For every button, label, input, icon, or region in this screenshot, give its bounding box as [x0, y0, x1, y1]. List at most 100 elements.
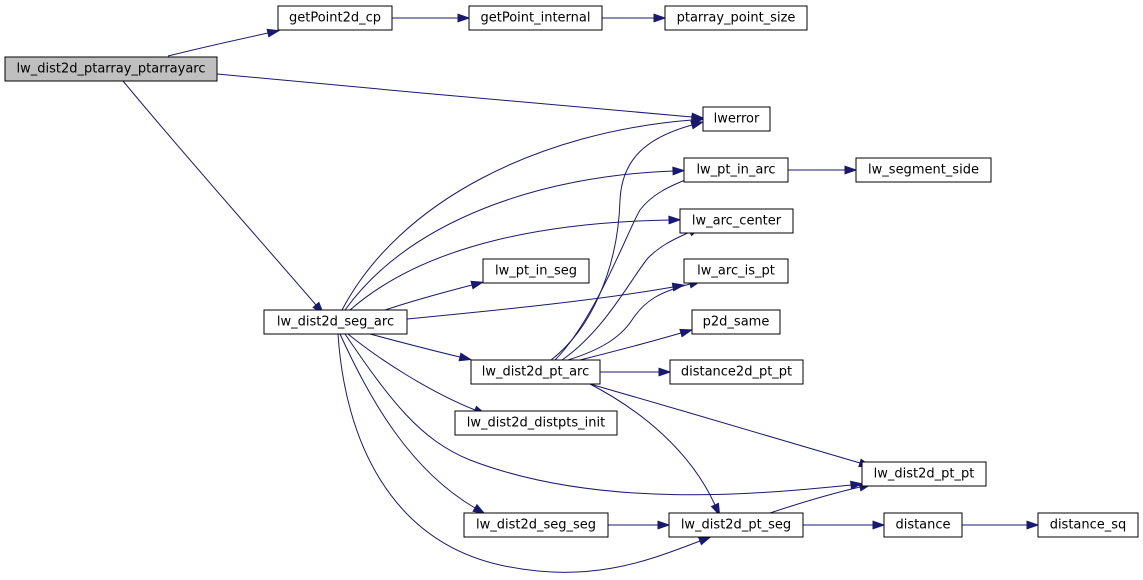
- edge-lw-dist2d-pt-arc-to-p2d-same: [579, 328, 694, 361]
- edge-lw-dist2d-pt-arc-to-lwerror: [550, 120, 705, 361]
- edge-lw-dist2d-pt-arc-to-lw-dist2d-pt-pt: [589, 383, 873, 468]
- node-label: lw_dist2d_pt_pt: [874, 467, 975, 482]
- edge-line: [384, 284, 473, 311]
- node-lw-dist2d-pt-seg[interactable]: lw_dist2d_pt_seg: [668, 512, 804, 538]
- edge-line: [769, 486, 861, 514]
- call-graph-nodes: lw_dist2d_ptarray_ptarrayarc getPoint2d_…: [4, 5, 1139, 538]
- edge-root-to-lw-dist2d-seg-arc: [122, 80, 325, 315]
- edge-lw-dist2d-seg-seg-to-lw-dist2d-pt-seg: [608, 520, 671, 530]
- arrowhead-icon: [690, 120, 705, 130]
- edge-lw-dist2d-pt-arc-to-lw-dist2d-pt-seg: [589, 383, 721, 517]
- edge-line: [589, 383, 716, 506]
- edge-lw-pt-in-arc-to-lw-segment-side: [788, 165, 858, 175]
- arrowhead-icon: [457, 13, 471, 23]
- node-distance-sq[interactable]: distance_sq: [1037, 512, 1139, 538]
- node-lw-dist2d-pt-arc[interactable]: lw_dist2d_pt_arc: [470, 359, 601, 385]
- edge-lw-dist2d-seg-arc-to-lw-dist2d-pt-seg: [337, 333, 712, 573]
- node-distance2d-pt-pt[interactable]: distance2d_pt_pt: [669, 359, 804, 385]
- node-lw-dist2d-pt-pt[interactable]: lw_dist2d_pt_pt: [861, 461, 987, 487]
- edge-lw-dist2d-seg-arc-to-lw-dist2d-seg-seg: [339, 333, 486, 515]
- edge-lw-dist2d-seg-arc-to-lw-arc-center: [349, 215, 682, 311]
- node-lw-pt-in-arc[interactable]: lw_pt_in_arc: [683, 157, 789, 183]
- edge-lw-dist2d-pt-arc-to-lw-arc-is-pt: [567, 279, 703, 361]
- node-lwerror[interactable]: lwerror: [702, 106, 771, 132]
- edge-line: [344, 170, 674, 311]
- arrowhead-icon: [697, 536, 712, 546]
- edge-line: [216, 73, 693, 118]
- node-label: lw_pt_in_arc: [696, 163, 775, 178]
- arrowhead-icon: [872, 520, 886, 530]
- node-label: getPoint_internal: [480, 11, 590, 26]
- node-label: p2d_same: [703, 315, 770, 330]
- edge-lw-dist2d-seg-arc-to-lw-pt-in-arc: [344, 166, 686, 311]
- arrowhead-icon: [653, 13, 667, 23]
- node-lw-arc-center[interactable]: lw_arc_center: [679, 208, 794, 234]
- node-lw-segment-side[interactable]: lw_segment_side: [855, 157, 992, 183]
- edge-line: [554, 177, 691, 361]
- arrowhead-icon: [1026, 520, 1040, 530]
- node-getpoint2d-cp[interactable]: getPoint2d_cp: [277, 5, 393, 31]
- node-label: lw_dist2d_pt_arc: [482, 365, 590, 380]
- node-label: lw_dist2d_seg_seg: [476, 518, 596, 533]
- node-label: lw_dist2d_seg_arc: [277, 315, 394, 330]
- node-label: ptarray_point_size: [677, 11, 796, 26]
- arrowhead-icon: [470, 280, 485, 290]
- node-lw-dist2d-distpts-init[interactable]: lw_dist2d_distpts_init: [454, 410, 618, 436]
- arrowhead-icon: [668, 215, 682, 225]
- node-label: lw_arc_is_pt: [697, 264, 775, 279]
- edge-root-to-getpoint2d-cp: [167, 28, 281, 57]
- edge-line: [561, 231, 691, 361]
- arrowhead-icon: [472, 503, 486, 515]
- arrowhead-icon: [844, 165, 858, 175]
- edge-line: [337, 333, 701, 573]
- arrowhead-icon: [658, 367, 672, 377]
- edge-line: [589, 383, 861, 464]
- arrowhead-icon: [672, 166, 686, 176]
- node-label: distance_sq: [1050, 518, 1127, 533]
- edge-line: [579, 332, 682, 361]
- node-label: lw_arc_center: [692, 214, 782, 229]
- node-label: lw_pt_in_seg: [495, 264, 577, 279]
- edge-line: [406, 286, 674, 320]
- edge-line: [347, 333, 476, 411]
- node-label: lw_dist2d_distpts_init: [467, 416, 605, 431]
- node-label: lwerror: [714, 112, 760, 127]
- arrowhead-icon: [266, 28, 281, 38]
- node-label: lw_dist2d_ptarray_ptarrayarc: [16, 62, 205, 77]
- edge-line: [341, 119, 693, 311]
- node-lw-dist2d-ptarray-ptarrayarc[interactable]: lw_dist2d_ptarray_ptarrayarc: [4, 56, 218, 82]
- arrowhead-icon: [850, 480, 864, 490]
- node-getpoint-internal[interactable]: getPoint_internal: [468, 5, 603, 31]
- node-label: distance: [895, 518, 950, 533]
- edge-line: [567, 283, 691, 361]
- edge-lw-dist2d-pt-arc-to-distance2d-pt-pt: [600, 367, 672, 377]
- edge-line: [344, 333, 852, 496]
- arrowhead-icon: [458, 352, 473, 362]
- arrowhead-icon: [710, 502, 721, 517]
- node-lw-dist2d-seg-arc[interactable]: lw_dist2d_seg_arc: [263, 309, 408, 335]
- edge-getpoint-internal-to-ptarray-point-size: [602, 13, 667, 23]
- node-label: getPoint2d_cp: [289, 11, 381, 26]
- edge-line: [167, 32, 269, 57]
- edge-distance-to-distance-sq: [962, 520, 1040, 530]
- node-lw-dist2d-seg-seg[interactable]: lw_dist2d_seg_seg: [463, 512, 609, 538]
- node-ptarray-point-size[interactable]: ptarray_point_size: [664, 5, 808, 31]
- arrowhead-icon: [679, 328, 694, 338]
- node-distance[interactable]: distance: [883, 512, 963, 538]
- node-label: lw_dist2d_pt_seg: [681, 518, 791, 533]
- arrowhead-icon: [657, 520, 671, 530]
- edge-getpoint2d-cp-to-getpoint-internal: [392, 13, 471, 23]
- node-lw-arc-is-pt[interactable]: lw_arc_is_pt: [683, 258, 789, 284]
- edge-line: [339, 333, 476, 509]
- edge-lw-dist2d-seg-arc-to-lw-pt-in-seg: [384, 280, 485, 311]
- node-label: distance2d_pt_pt: [681, 365, 792, 380]
- edge-line: [369, 333, 461, 358]
- node-lw-pt-in-seg[interactable]: lw_pt_in_seg: [482, 258, 590, 284]
- call-graph-edges: [122, 13, 1040, 573]
- node-label: lw_segment_side: [868, 163, 979, 178]
- node-p2d-same[interactable]: p2d_same: [691, 309, 781, 335]
- edge-lw-dist2d-pt-seg-to-distance: [803, 520, 886, 530]
- edge-lw-dist2d-seg-arc-to-lw-dist2d-pt-arc: [369, 333, 473, 362]
- edge-lw-dist2d-seg-arc-to-lw-arc-is-pt: [406, 282, 686, 320]
